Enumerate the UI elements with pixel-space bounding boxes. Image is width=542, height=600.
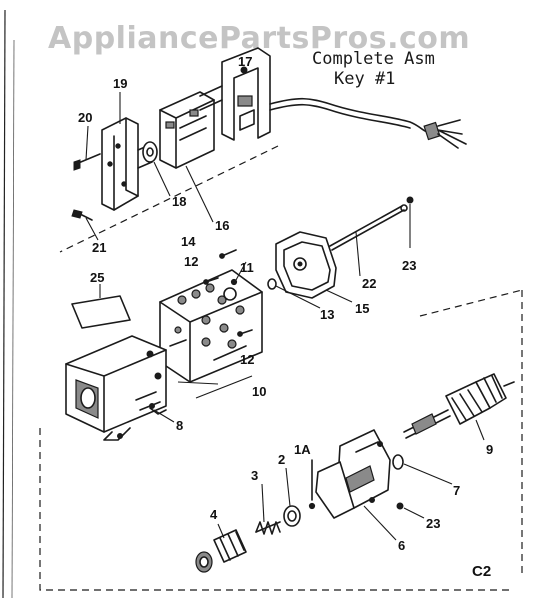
part-4-coupler [195,529,247,573]
part-18-washer [142,141,158,163]
part-20-pin [73,153,101,171]
callout-21: 21 [92,240,106,255]
callout-11: 11 [240,260,254,275]
callout-12a: 12 [184,254,198,269]
part-2-bushing [283,505,301,527]
callout-1a: 1A [294,442,311,457]
callout-leaders [85,92,485,541]
callout-19: 19 [113,76,127,91]
part-25-insulator [71,284,131,329]
part-8-field-housing [65,335,167,441]
part-12-screws [203,277,253,337]
part-9-armature [403,373,515,439]
callout-3: 3 [251,468,258,483]
callout-17: 17 [238,54,252,69]
callout-22: 22 [362,276,376,291]
part-23-nut-lower [396,502,404,510]
title-line-2: Key #1 [334,69,395,89]
power-cord [269,97,467,149]
callout-15: 15 [355,301,369,316]
part-3-spring [255,521,281,535]
lower-assembly-dashed-outline [39,289,523,591]
callout-18: 18 [172,194,186,209]
page-frame-lines [2,9,15,599]
callout-14: 14 [181,234,196,249]
part-22-shaft [329,204,408,251]
part-16-switch-block [159,91,215,169]
callout-16: 16 [215,218,229,233]
part-17-rear-bracket [199,47,271,141]
part-19-bracket-plate [101,117,153,211]
callout-12b: 12 [240,352,254,367]
callout-6: 6 [398,538,405,553]
part-15-housing-plate [275,231,337,299]
callout-9: 9 [486,442,493,457]
callout-4: 4 [210,507,218,522]
part-14-screw [219,249,237,259]
part-7-washer [392,454,404,470]
part-21-rivet [71,209,93,221]
callout-23a: 23 [402,258,416,273]
callout-7: 7 [453,483,460,498]
callout-10: 10 [252,384,266,399]
title-line-1: Complete Asm [312,49,435,69]
callout-8: 8 [176,418,183,433]
callout-20: 20 [78,110,92,125]
callout-labels: 17 19 20 18 16 21 14 12 11 25 23 22 15 1… [78,54,493,553]
part-6-gear-case-cover [315,429,391,519]
part-1a-screw [308,459,316,510]
part-23-nut-upper [406,196,414,248]
callout-13: 13 [320,307,334,322]
part-13-washer [267,278,277,290]
callout-23b: 23 [426,516,440,531]
callout-25: 25 [90,270,104,285]
part-11-screw [230,278,238,286]
callout-2: 2 [278,452,285,467]
sheet-code: C2 [472,563,491,580]
